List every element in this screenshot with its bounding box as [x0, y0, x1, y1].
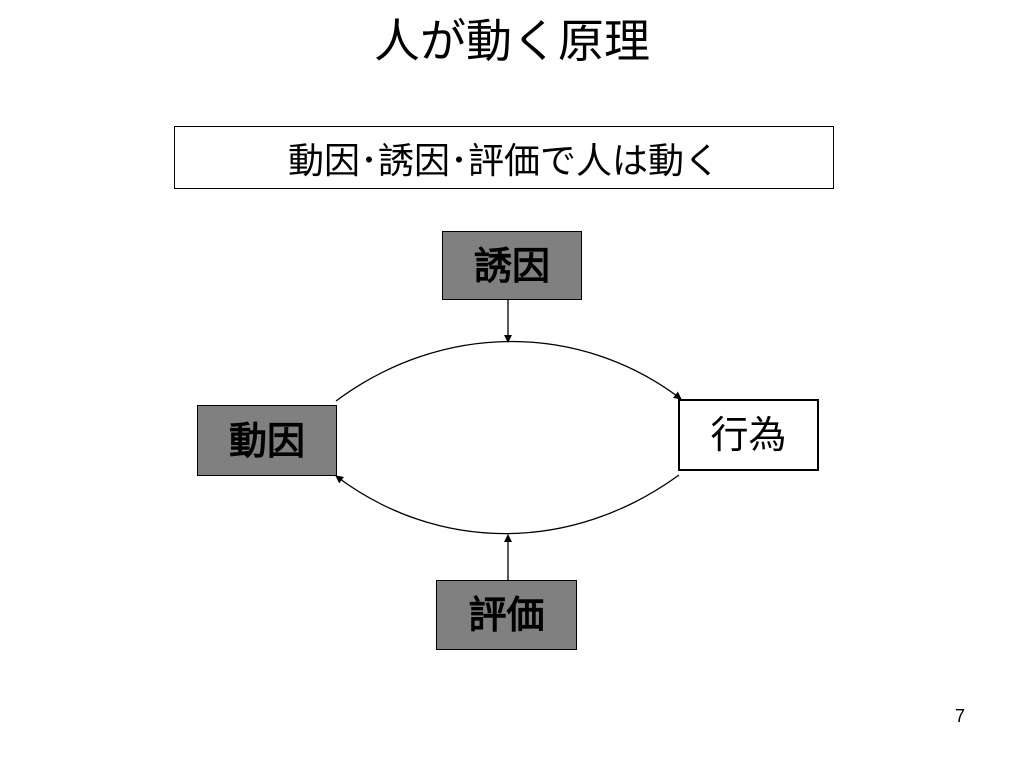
subtitle-box: 動因･誘因･評価で人は動く: [174, 126, 834, 189]
node-doin-label: 動因: [228, 418, 305, 463]
subtitle-text: 動因･誘因･評価で人は動く: [287, 140, 720, 182]
arc-koui-to-doin: [335, 474, 680, 535]
node-yuin-label: 誘因: [473, 243, 550, 288]
arc-doin-to-koui: [335, 340, 682, 402]
node-doin: 動因: [197, 405, 337, 476]
node-koui-label: 行為: [710, 413, 787, 457]
node-koui: 行為: [678, 399, 819, 471]
node-hyoka: 評価: [436, 580, 577, 650]
slide-title: 人が動く原理: [374, 14, 650, 68]
node-yuin: 誘因: [442, 231, 582, 300]
node-hyoka-label: 評価: [468, 593, 545, 637]
page-number: 7: [954, 706, 965, 726]
